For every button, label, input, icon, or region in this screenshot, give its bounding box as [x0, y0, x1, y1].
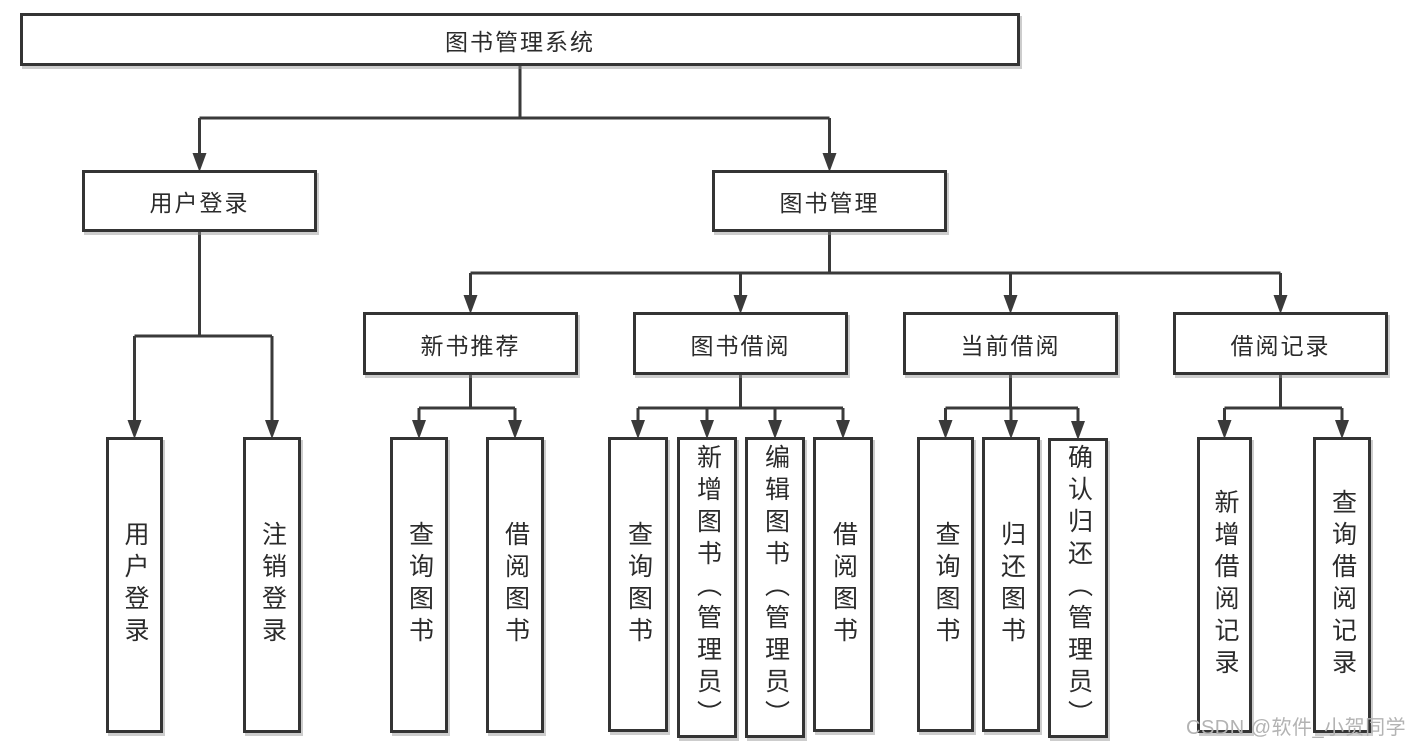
node-user-login: 用户登录 — [82, 170, 317, 232]
node-query-borrow-record: 查询借阅记录 — [1313, 437, 1371, 733]
fork-from-user-login — [133, 232, 274, 425]
arrowhead-to-add-borrow-record — [1217, 420, 1232, 439]
arrowhead-to-borrowing-records — [1273, 295, 1288, 314]
node-add-books-admin: 新增图书（管理员） — [677, 437, 737, 738]
arrowhead-to-query-books-1 — [412, 420, 426, 439]
node-library-system: 图书管理系统 — [20, 13, 1020, 66]
node-query-books-3: 查询图书 — [917, 437, 974, 732]
node-query-books-2: 查询图书 — [608, 437, 668, 732]
node-book-management: 图书管理 — [712, 170, 947, 232]
arrowhead-to-borrow-books-1 — [508, 420, 522, 439]
arrowhead-to-logout-leaf — [265, 420, 279, 439]
node-add-borrow-record: 新增借阅记录 — [1197, 437, 1252, 733]
node-borrow-books-1: 借阅图书 — [486, 437, 544, 733]
node-borrowing-records: 借阅记录 — [1173, 312, 1388, 375]
node-borrow-books-2: 借阅图书 — [813, 437, 873, 732]
arrowhead-to-query-books-2 — [631, 420, 645, 439]
arrowhead-to-add-books-admin — [700, 420, 714, 439]
arrowhead-to-edit-books-admin — [768, 420, 782, 439]
fork-from-borrowing-records — [1223, 375, 1344, 425]
node-edit-books-admin: 编辑图书（管理员） — [745, 437, 805, 738]
arrowhead-to-user-login — [192, 153, 207, 172]
node-book-borrowing: 图书借阅 — [633, 312, 848, 375]
arrowhead-to-current-borrowing — [1003, 295, 1018, 314]
arrowhead-to-borrow-books-2 — [836, 420, 850, 439]
fork-from-current-borrowing — [944, 375, 1080, 426]
arrowhead-to-confirm-return-admin — [1071, 421, 1085, 440]
fork-from-library-system — [198, 66, 831, 158]
arrowhead-to-query-books-3 — [938, 420, 953, 439]
node-new-book-recommend: 新书推荐 — [363, 312, 578, 375]
node-return-books: 归还图书 — [982, 437, 1040, 732]
arrowhead-to-return-books — [1004, 420, 1018, 439]
node-current-borrowing: 当前借阅 — [903, 312, 1118, 375]
arrowhead-to-book-management — [822, 153, 837, 172]
arrowhead-to-book-borrowing — [733, 295, 748, 314]
watermark: CSDN @软件_小贺同学 — [1186, 717, 1405, 739]
node-user-login-leaf: 用户登录 — [106, 437, 163, 733]
arrowhead-to-new-book-recommend — [463, 295, 478, 314]
node-query-books-1: 查询图书 — [390, 437, 448, 733]
arrowhead-to-query-borrow-record — [1335, 420, 1349, 439]
fork-from-book-management — [469, 232, 1282, 300]
arrowhead-to-user-login-leaf — [127, 420, 142, 439]
node-logout-leaf: 注销登录 — [243, 437, 301, 733]
node-confirm-return-admin: 确认归还（管理员） — [1048, 438, 1108, 738]
fork-from-book-borrowing — [636, 375, 845, 425]
fork-from-new-book-recommend — [417, 375, 517, 425]
